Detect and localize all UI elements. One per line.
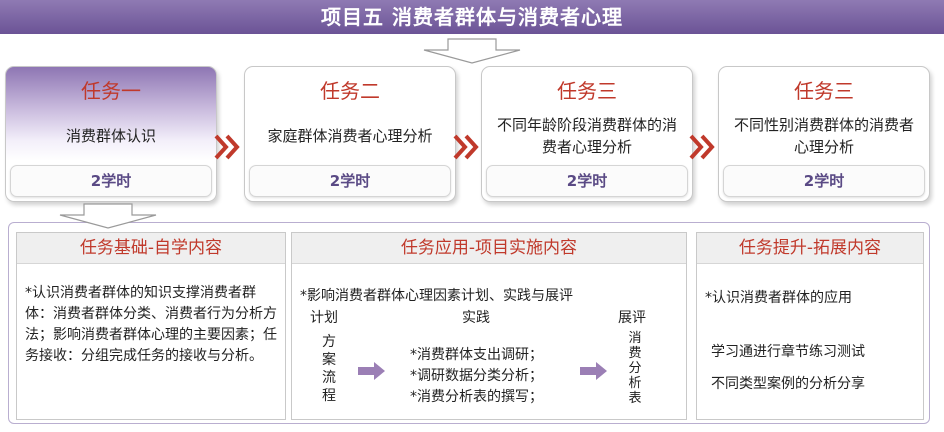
task-hours: 2学时 xyxy=(723,165,925,197)
task-name: 任务三 xyxy=(794,79,854,103)
down-arrow-icon xyxy=(59,203,157,229)
task-desc: 不同年龄阶段消费群体的消费者心理分析 xyxy=(496,116,677,156)
review-vertical-label: 消费分析表 xyxy=(628,331,642,406)
task-name: 任务二 xyxy=(320,79,380,103)
list-item: *消费分析表的撰写； xyxy=(410,389,543,405)
panel-title: 任务基础-自学内容 xyxy=(17,233,285,264)
task-hours: 2学时 xyxy=(486,165,688,197)
practice-list: *消费群体支出调研； *调研数据分类分析； *消费分析表的撰写； xyxy=(410,345,543,408)
panel-text: *认识消费者群体的知识支撑消费者群体：消费者群体分类、消费者行为分析方法；影响消… xyxy=(25,285,277,364)
list-item: *消费群体支出调研； xyxy=(410,347,543,363)
stage-review: 展评 xyxy=(618,310,646,326)
task-hours: 2学时 xyxy=(10,165,212,197)
stage-practice: 实践 xyxy=(462,310,490,326)
task-desc: 不同性别消费群体的消费者心理分析 xyxy=(733,116,914,156)
task-desc: 家庭群体消费者心理分析 xyxy=(267,127,433,145)
panel-extend: 任务提升-拓展内容 *认识消费者群体的应用 学习通进行章节练习测试 不同类型案例… xyxy=(696,232,924,420)
panel-title: 任务应用-项目实施内容 xyxy=(292,233,686,264)
panel-title: 任务提升-拓展内容 xyxy=(697,233,923,264)
task-card-4[interactable]: 任务三 不同性别消费群体的消费者心理分析 2学时 xyxy=(718,66,930,202)
task-name: 任务一 xyxy=(81,79,141,103)
extend-line: 不同类型案例的分析分享 xyxy=(711,376,865,392)
task-card-3[interactable]: 任务三 不同年龄阶段消费群体的消费者心理分析 2学时 xyxy=(481,66,693,202)
chevron-right-icon xyxy=(214,134,240,160)
apply-intro: *影响消费者群体心理因素计划、实践与展评 xyxy=(300,288,573,304)
extend-line: *认识消费者群体的应用 xyxy=(705,290,852,306)
task-desc: 消费群体认识 xyxy=(65,127,156,145)
task-hours: 2学时 xyxy=(249,165,451,197)
chevron-right-icon xyxy=(689,134,715,160)
right-arrow-icon xyxy=(580,362,607,380)
right-arrow-icon xyxy=(358,362,385,380)
task-card-2[interactable]: 任务二 家庭群体消费者心理分析 2学时 xyxy=(244,66,456,202)
chevron-right-icon xyxy=(453,134,479,160)
plan-vertical-label: 方案流程 xyxy=(322,334,336,404)
page-title: 项目五 消费者群体与消费者心理 xyxy=(321,5,623,29)
task-card-1[interactable]: 任务一 消费群体认识 2学时 xyxy=(5,66,217,202)
extend-line: 学习通进行章节练习测试 xyxy=(711,344,865,360)
panel-apply: 任务应用-项目实施内容 *影响消费者群体心理因素计划、实践与展评 计划 实践 展… xyxy=(291,232,687,420)
title-banner xyxy=(0,0,944,34)
task-name: 任务三 xyxy=(557,79,617,103)
list-item: *调研数据分类分析； xyxy=(410,368,543,384)
down-arrow-icon xyxy=(423,38,521,64)
panel-basic: 任务基础-自学内容 *认识消费者群体的知识支撑消费者群体：消费者群体分类、消费者… xyxy=(16,232,286,420)
stage-plan: 计划 xyxy=(310,310,338,326)
